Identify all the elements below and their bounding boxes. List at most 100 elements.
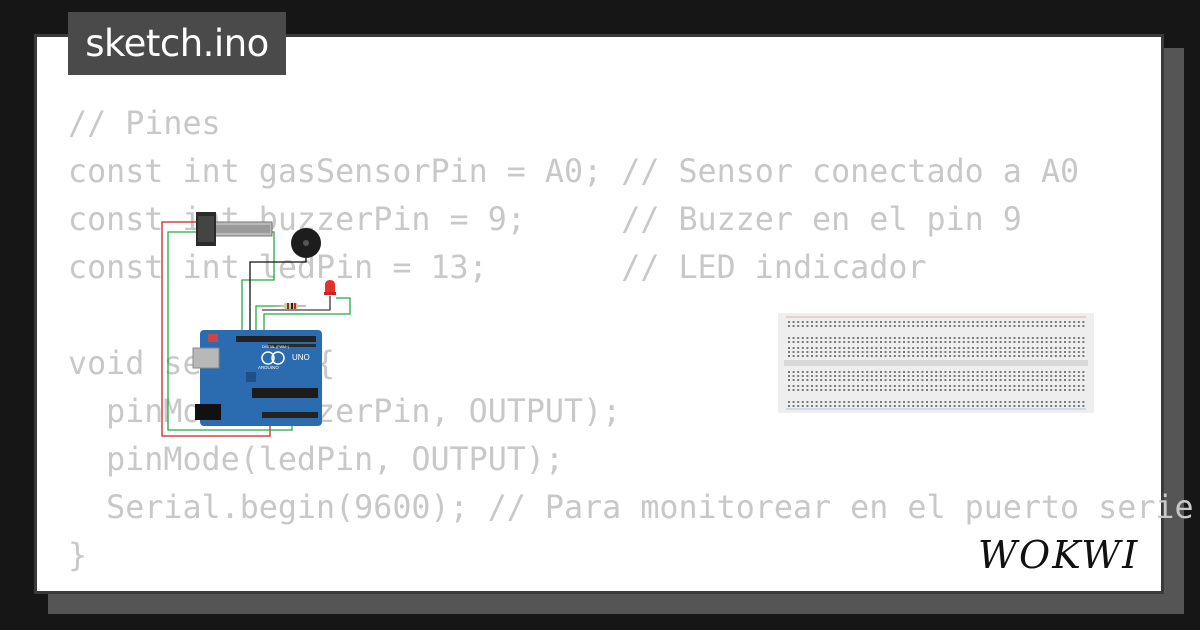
breadboard-hole (930, 355, 933, 357)
breadboard-hole (838, 341, 841, 343)
breadboard-hole (847, 389, 850, 391)
breadboard-hole (866, 375, 869, 377)
breadboard-hole (985, 325, 988, 327)
breadboard-hole (999, 341, 1002, 343)
breadboard-hole (1022, 347, 1025, 349)
gas-sensor-icon (196, 212, 273, 246)
breadboard-hole (1054, 325, 1057, 327)
breadboard-hole (944, 355, 947, 357)
breadboard-hole (852, 405, 855, 407)
breadboard-hole (1041, 355, 1043, 357)
breadboard-hole (953, 355, 956, 357)
breadboard-hole (981, 379, 984, 381)
breadboard-hole (944, 321, 947, 323)
breadboard-hole (912, 385, 915, 387)
breadboard-hole (852, 325, 855, 327)
breadboard-hole (857, 405, 859, 407)
breadboard-hole (1022, 325, 1025, 327)
breadboard-hole (1045, 337, 1048, 339)
breadboard-hole (972, 401, 974, 403)
breadboard-hole (1031, 389, 1034, 391)
breadboard-hole (815, 351, 818, 353)
breadboard-hole (990, 355, 993, 357)
breadboard-hole (893, 379, 896, 381)
breadboard-hole (801, 385, 804, 387)
breadboard-hole (962, 321, 965, 323)
breadboard-hole (1073, 321, 1076, 323)
breadboard-hole (824, 385, 827, 387)
breadboard-hole (930, 351, 933, 353)
breadboard-hole (976, 405, 979, 407)
breadboard-hole (953, 337, 956, 339)
breadboard-hole (907, 379, 910, 381)
breadboard-hole (1022, 389, 1025, 391)
breadboard-hole (1008, 351, 1011, 353)
breadboard-hole (792, 321, 795, 323)
breadboard-hole (990, 351, 993, 353)
breadboard-hole (903, 389, 905, 391)
breadboard-hole (1082, 405, 1085, 407)
breadboard-hole (1045, 371, 1048, 373)
breadboard-hole (912, 337, 915, 339)
breadboard-hole (939, 401, 942, 403)
breadboard-hole (792, 325, 795, 327)
code-line: pinMode(ledPin, OUTPUT); (68, 442, 565, 478)
breadboard-hole (880, 341, 882, 343)
breadboard-hole (981, 325, 984, 327)
breadboard-hole (926, 351, 928, 353)
breadboard-hole (912, 325, 915, 327)
breadboard-hole (815, 325, 818, 327)
breadboard-hole (953, 379, 956, 381)
breadboard-hole (939, 341, 942, 343)
breadboard-hole (999, 401, 1002, 403)
breadboard-hole (1059, 351, 1062, 353)
breadboard-hole (838, 351, 841, 353)
breadboard-hole (847, 341, 850, 343)
breadboard-hole (944, 375, 947, 377)
breadboard-hole (1036, 371, 1039, 373)
breadboard-hole (903, 375, 905, 377)
breadboard-hole (870, 341, 873, 343)
breadboard-hole (1008, 385, 1011, 387)
breadboard-hole (1082, 385, 1085, 387)
breadboard-hole (999, 405, 1002, 407)
breadboard-hole (898, 405, 901, 407)
breadboard-hole (852, 371, 855, 373)
breadboard-hole (1027, 401, 1030, 403)
breadboard-hole (985, 321, 988, 323)
breadboard-hole (1073, 371, 1076, 373)
breadboard-hole (857, 325, 859, 327)
breadboard-hole (857, 371, 859, 373)
breadboard-hole (838, 379, 841, 381)
breadboard-hole (1018, 325, 1020, 327)
breadboard-hole (806, 379, 809, 381)
breadboard-hole (976, 351, 979, 353)
breadboard-hole (981, 389, 984, 391)
breadboard-hole (1073, 389, 1076, 391)
wire-green-3 (255, 305, 280, 334)
breadboard-hole (1050, 379, 1053, 381)
breadboard-hole (1068, 375, 1071, 377)
breadboard-hole (870, 379, 873, 381)
breadboard-hole (1018, 355, 1020, 357)
breadboard-hole (1050, 325, 1053, 327)
breadboard-hole (935, 379, 938, 381)
breadboard-hole (866, 347, 869, 349)
breadboard-hole (857, 385, 859, 387)
breadboard-hole (870, 371, 873, 373)
breadboard-hole (1054, 379, 1057, 381)
breadboard-hole (1031, 385, 1034, 387)
breadboard-hole (916, 325, 919, 327)
breadboard-hole (889, 371, 892, 373)
breadboard-hole (806, 405, 809, 407)
breadboard-hole (907, 341, 910, 343)
breadboard-hole (880, 355, 882, 357)
breadboard-hole (1013, 351, 1016, 353)
breadboard-hole (976, 389, 979, 391)
breadboard-hole (875, 375, 878, 377)
breadboard-hole (788, 325, 790, 327)
breadboard-hole (1008, 371, 1011, 373)
breadboard-hole (861, 355, 864, 357)
breadboard-hole (870, 355, 873, 357)
breadboard-hole (907, 385, 910, 387)
